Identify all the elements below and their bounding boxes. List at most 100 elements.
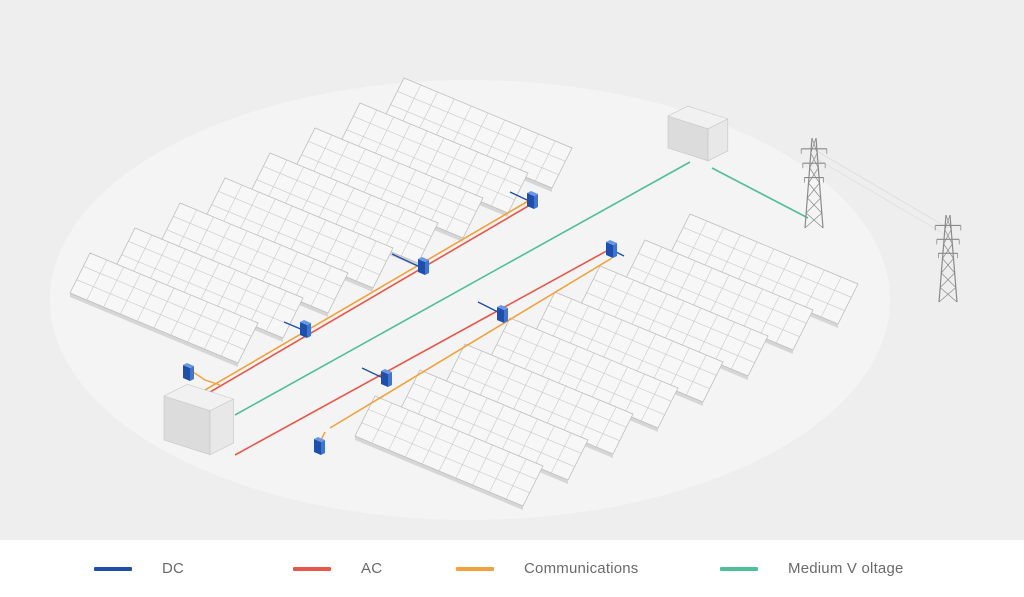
inverter-icon bbox=[527, 191, 538, 209]
tower-brace bbox=[939, 272, 955, 288]
inverter-icon bbox=[381, 369, 392, 387]
panel-grid-line bbox=[328, 141, 349, 183]
panel-grid-line bbox=[451, 370, 620, 441]
panel-grid-line bbox=[523, 331, 544, 373]
panel-grid-line bbox=[405, 416, 426, 458]
tower-brace bbox=[942, 243, 953, 259]
panel-grid-line bbox=[210, 223, 231, 265]
panel-grid-line bbox=[433, 383, 454, 425]
panel-grid-line bbox=[483, 404, 505, 446]
panel-grid-line bbox=[361, 422, 530, 493]
panel-grid-line bbox=[170, 294, 192, 336]
legend-label-dc: DC bbox=[162, 560, 185, 577]
panel-grid-line bbox=[691, 267, 713, 309]
panel-grid-line bbox=[730, 328, 752, 370]
legend: DC AC Communications Medium V oltage bbox=[0, 540, 1024, 597]
inverter-side bbox=[321, 440, 325, 455]
tower-brace bbox=[805, 212, 824, 229]
panel-grid-line bbox=[541, 318, 710, 389]
panel-grid-line bbox=[506, 324, 528, 366]
panel-grid-line bbox=[658, 253, 679, 295]
panel-grid-line bbox=[356, 109, 378, 151]
panel-grid-line bbox=[585, 312, 606, 354]
tower-brace bbox=[943, 243, 954, 259]
panel-grid-line bbox=[725, 281, 747, 323]
panel-grid-line bbox=[204, 308, 225, 350]
panel-grid-line bbox=[518, 133, 539, 175]
panel-grid-line bbox=[686, 220, 708, 262]
panel-grid-line bbox=[511, 371, 533, 413]
inverter-front bbox=[527, 193, 534, 209]
tower-brace bbox=[805, 197, 821, 214]
transmission-tower-icon bbox=[800, 137, 828, 229]
panel-grid-line bbox=[434, 98, 455, 140]
tower-brace bbox=[808, 167, 819, 184]
legend-label-medium-voltage: Medium V oltage bbox=[788, 560, 904, 577]
panel-grid-line bbox=[416, 376, 438, 418]
panel-grid-line bbox=[562, 392, 583, 434]
panel-grid-line bbox=[339, 233, 360, 275]
panel-grid-line bbox=[489, 451, 510, 493]
panel-grid-line bbox=[472, 444, 493, 486]
tower-brace bbox=[810, 152, 819, 169]
panel-grid-line bbox=[83, 266, 252, 337]
inverter-station-building-icon bbox=[163, 383, 235, 456]
panel-grid-line bbox=[277, 251, 298, 293]
inverter-front bbox=[300, 322, 307, 338]
overhead-line bbox=[814, 149, 949, 229]
panel-grid-line bbox=[787, 262, 808, 304]
tower-brace bbox=[804, 212, 823, 229]
panel-grid-line bbox=[361, 155, 383, 197]
panel-grid-line bbox=[350, 194, 372, 236]
panel-grid-line bbox=[742, 288, 763, 330]
panel-grid-line bbox=[413, 383, 582, 454]
legend-swatch-communications bbox=[456, 566, 494, 571]
panel-grid-line bbox=[384, 208, 405, 250]
tower-brace bbox=[808, 182, 821, 199]
panel-grid-line bbox=[128, 241, 297, 312]
panel-grid-line bbox=[586, 292, 755, 363]
panel-grid-line bbox=[300, 173, 321, 215]
panel-grid-line bbox=[220, 315, 242, 357]
tower-brace bbox=[807, 182, 820, 199]
inverter-side bbox=[425, 260, 429, 275]
panel-grid-line bbox=[590, 359, 612, 401]
legend-item-dc: DC bbox=[94, 560, 184, 577]
panel-grid-line bbox=[556, 345, 578, 387]
panel-grid-line bbox=[333, 187, 355, 229]
panel-grid-line bbox=[820, 276, 842, 318]
inverter-icon bbox=[497, 305, 508, 323]
panel-grid-line bbox=[136, 280, 158, 322]
transmission-tower-icon bbox=[934, 214, 962, 303]
panel-grid-line bbox=[534, 140, 556, 182]
panel-grid-line bbox=[440, 144, 462, 186]
panel-grid-line bbox=[193, 216, 214, 258]
panel-grid-line bbox=[595, 406, 617, 448]
solar-panel-row-right-8 bbox=[354, 395, 544, 510]
medium-voltage-cable-tower bbox=[711, 167, 809, 219]
panel-grid-line bbox=[373, 116, 394, 158]
panel-grid-line bbox=[86, 259, 108, 301]
panel-grid-line bbox=[646, 293, 668, 335]
medium-voltage-cable-main bbox=[234, 161, 691, 416]
communications-cable-lower bbox=[329, 257, 613, 429]
panel-edge bbox=[70, 293, 238, 367]
panel-grid-line bbox=[120, 273, 141, 315]
solar-farm-scene bbox=[69, 77, 962, 510]
panel-grid-line bbox=[467, 112, 489, 154]
inverter-top bbox=[527, 191, 538, 196]
inverter-icon bbox=[606, 240, 617, 258]
panel-grid-line bbox=[630, 286, 651, 328]
panel-grid-line bbox=[540, 338, 561, 380]
inverter-front bbox=[314, 439, 321, 455]
dc-cable-5 bbox=[361, 367, 384, 379]
panel-grid-line bbox=[534, 425, 555, 467]
legend-label-ac: AC bbox=[361, 560, 383, 577]
panel-grid-line bbox=[412, 176, 433, 218]
panel-grid-line bbox=[685, 354, 707, 396]
panel-grid-line bbox=[607, 366, 628, 408]
tower-brace bbox=[811, 137, 818, 154]
panel-grid-line bbox=[308, 141, 477, 212]
panel-grid-line bbox=[76, 279, 245, 350]
legend-label-communications: Communications bbox=[524, 560, 639, 577]
